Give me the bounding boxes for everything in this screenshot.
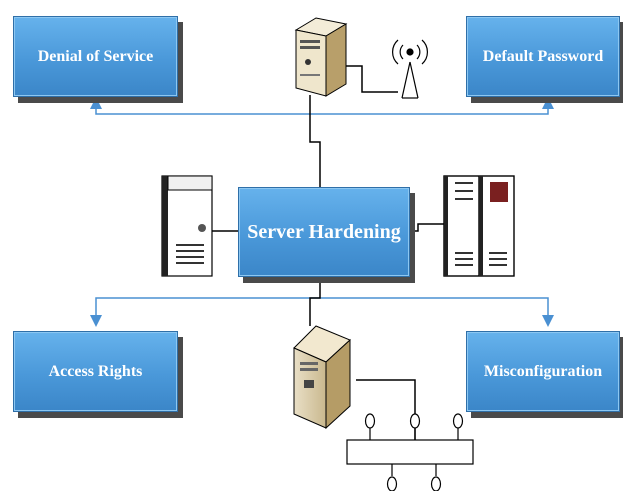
default-password-box: Default Password	[466, 16, 620, 97]
misconfiguration-label: Misconfiguration	[483, 362, 603, 380]
denial-of-service-label: Denial of Service	[37, 47, 154, 65]
access-rights-label: Access Rights	[48, 362, 143, 380]
wireless-antenna-icon	[392, 39, 428, 99]
server-hardening-box: Server Hardening	[238, 187, 410, 277]
top-arrows	[90, 97, 554, 115]
network-bus-icon	[346, 413, 474, 491]
left-server-icon	[161, 175, 213, 277]
tower-server-icon	[294, 17, 348, 97]
rack-server-icon	[443, 175, 515, 277]
misconfiguration-box: Misconfiguration	[466, 331, 620, 412]
denial-of-service-box: Denial of Service	[13, 16, 178, 97]
default-password-label: Default Password	[482, 47, 604, 65]
server-hardening-label: Server Hardening	[247, 220, 401, 243]
bottom-server-icon	[293, 325, 351, 430]
access-rights-box: Access Rights	[13, 331, 178, 412]
bottom-arrows	[90, 297, 554, 327]
